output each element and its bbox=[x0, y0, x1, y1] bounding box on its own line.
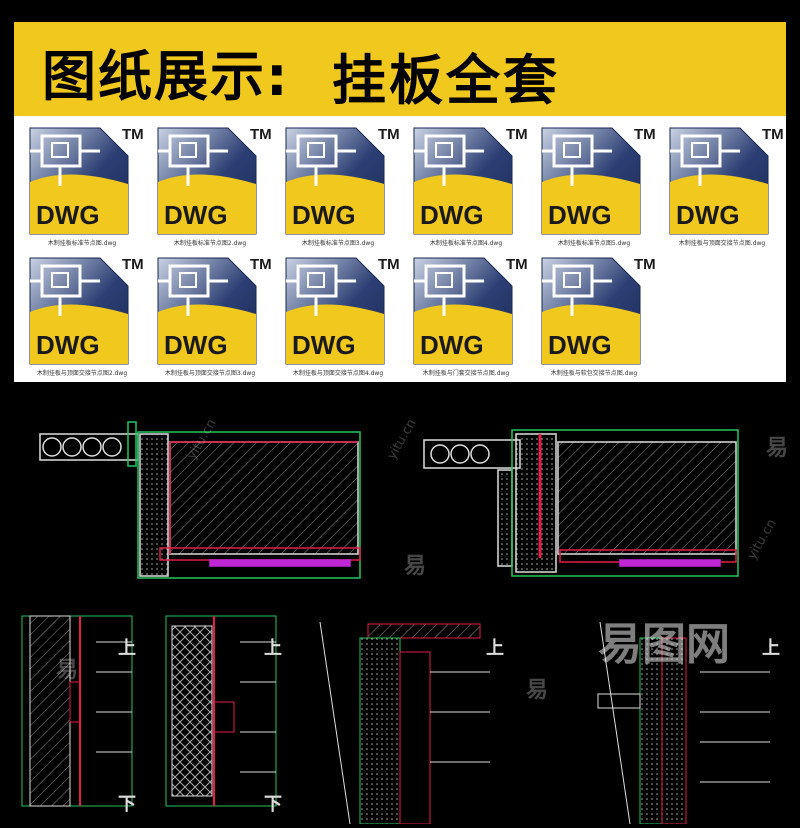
label-up-4: 上 bbox=[762, 638, 780, 659]
dwg-file-icon bbox=[285, 127, 385, 235]
tm-mark: TM bbox=[250, 256, 272, 273]
label-up-1: 上 bbox=[118, 638, 136, 659]
tm-mark: TM bbox=[122, 256, 144, 273]
file-name: 木制挂板与软包交接节点图.dwg bbox=[550, 370, 638, 377]
file-name: 木制挂板与门套交接节点图.dwg bbox=[422, 370, 510, 377]
tm-mark: TM bbox=[378, 256, 400, 273]
dwg-file-item[interactable]: DWG TM 木制挂板与顶面交接节点图.dwg bbox=[658, 120, 786, 248]
dwg-file-item[interactable]: DWG TM 木制挂板标准节点图.dwg bbox=[18, 120, 146, 248]
dwg-file-icon bbox=[157, 257, 257, 365]
dwg-label: DWG bbox=[420, 330, 484, 360]
dwg-file-icon bbox=[669, 127, 769, 235]
dwg-file-item[interactable]: DWG TM 木制挂板与顶面交接节点图4.dwg bbox=[274, 250, 402, 378]
dwg-file-item[interactable]: DWG TM 木制挂板与顶面交接节点图2.dwg bbox=[18, 250, 146, 378]
file-name: 木制挂板与顶面交接节点图.dwg bbox=[678, 240, 766, 247]
dwg-label: DWG bbox=[292, 330, 356, 360]
tm-mark: TM bbox=[762, 126, 784, 143]
dwg-label: DWG bbox=[548, 200, 612, 230]
tm-mark: TM bbox=[634, 126, 656, 143]
dwg-label: DWG bbox=[36, 200, 100, 230]
label-down-2: 下 bbox=[264, 794, 282, 815]
file-name: 木制挂板与顶面交接节点图3.dwg bbox=[164, 370, 256, 377]
title-banner: 图纸展示: 挂板全套 bbox=[14, 22, 786, 116]
dwg-file-icon bbox=[541, 257, 641, 365]
file-name: 木制挂板与顶面交接节点图2.dwg bbox=[36, 370, 128, 377]
dwg-file-icon bbox=[285, 257, 385, 365]
cad-detail-2 bbox=[423, 429, 739, 577]
tm-mark: TM bbox=[122, 126, 144, 143]
dwg-label: DWG bbox=[164, 330, 228, 360]
cad-section-3 bbox=[319, 621, 490, 825]
dwg-file-item[interactable]: DWG TM 木制挂板与软包交接节点图.dwg bbox=[530, 250, 658, 378]
dwg-file-icon bbox=[413, 127, 513, 235]
cad-drawings bbox=[21, 421, 770, 825]
dwg-file-item[interactable]: DWG TM 木制挂板标准节点图5.dwg bbox=[530, 120, 658, 248]
watermark-yi: 易 bbox=[526, 678, 549, 703]
file-name: 木制挂板标准节点图3.dwg bbox=[301, 240, 375, 247]
watermark-yi: 易 bbox=[766, 436, 789, 461]
file-name: 木制挂板标准节点图4.dwg bbox=[429, 240, 503, 247]
dwg-file-item[interactable]: DWG TM 木制挂板标准节点图4.dwg bbox=[402, 120, 530, 248]
dwg-label: DWG bbox=[676, 200, 740, 230]
cad-drawings-area: 上 上 上 上 下 下 易图网 易 易 易 易 yitu.cn yitu.cn … bbox=[0, 382, 800, 825]
label-down-1: 下 bbox=[118, 794, 136, 815]
dwg-file-icon bbox=[157, 127, 257, 235]
dwg-label: DWG bbox=[420, 200, 484, 230]
dwg-file-item[interactable]: DWG TM 木制挂板标准节点图3.dwg bbox=[274, 120, 402, 248]
title-right: 挂板全套 bbox=[332, 49, 560, 112]
label-up-2: 上 bbox=[264, 638, 282, 659]
tm-mark: TM bbox=[378, 126, 400, 143]
tm-mark: TM bbox=[506, 256, 528, 273]
dwg-label: DWG bbox=[292, 200, 356, 230]
file-name: 木制挂板标准节点图5.dwg bbox=[557, 240, 631, 247]
file-name: 木制挂板标准节点图.dwg bbox=[47, 240, 117, 247]
dwg-file-icon bbox=[29, 257, 129, 365]
dwg-file-item[interactable]: DWG TM 木制挂板与顶面交接节点图3.dwg bbox=[146, 250, 274, 378]
dwg-label: DWG bbox=[548, 330, 612, 360]
watermark-yi: 易 bbox=[404, 554, 427, 579]
dwg-file-item[interactable]: DWG TM 木制挂板与门套交接节点图.dwg bbox=[402, 250, 530, 378]
tm-mark: TM bbox=[250, 126, 272, 143]
brand-watermark: 易图网 bbox=[598, 619, 730, 670]
dwg-label: DWG bbox=[36, 330, 100, 360]
cad-detail-1 bbox=[39, 421, 361, 579]
dwg-file-icon bbox=[413, 257, 513, 365]
file-name: 木制挂板与顶面交接节点图4.dwg bbox=[292, 370, 384, 377]
cad-section-2 bbox=[165, 615, 277, 807]
watermark-yi: 易 bbox=[56, 658, 79, 683]
cad-section-1 bbox=[21, 615, 133, 807]
file-name: 木制挂板标准节点图2.dwg bbox=[173, 240, 247, 247]
dwg-label: DWG bbox=[164, 200, 228, 230]
dwg-file-item[interactable]: DWG TM 木制挂板标准节点图2.dwg bbox=[146, 120, 274, 248]
tm-mark: TM bbox=[634, 256, 656, 273]
label-up-3: 上 bbox=[486, 638, 504, 659]
title-left: 图纸展示: bbox=[42, 45, 290, 108]
dwg-file-icon bbox=[541, 127, 641, 235]
tm-mark: TM bbox=[506, 126, 528, 143]
dwg-file-icon bbox=[29, 127, 129, 235]
